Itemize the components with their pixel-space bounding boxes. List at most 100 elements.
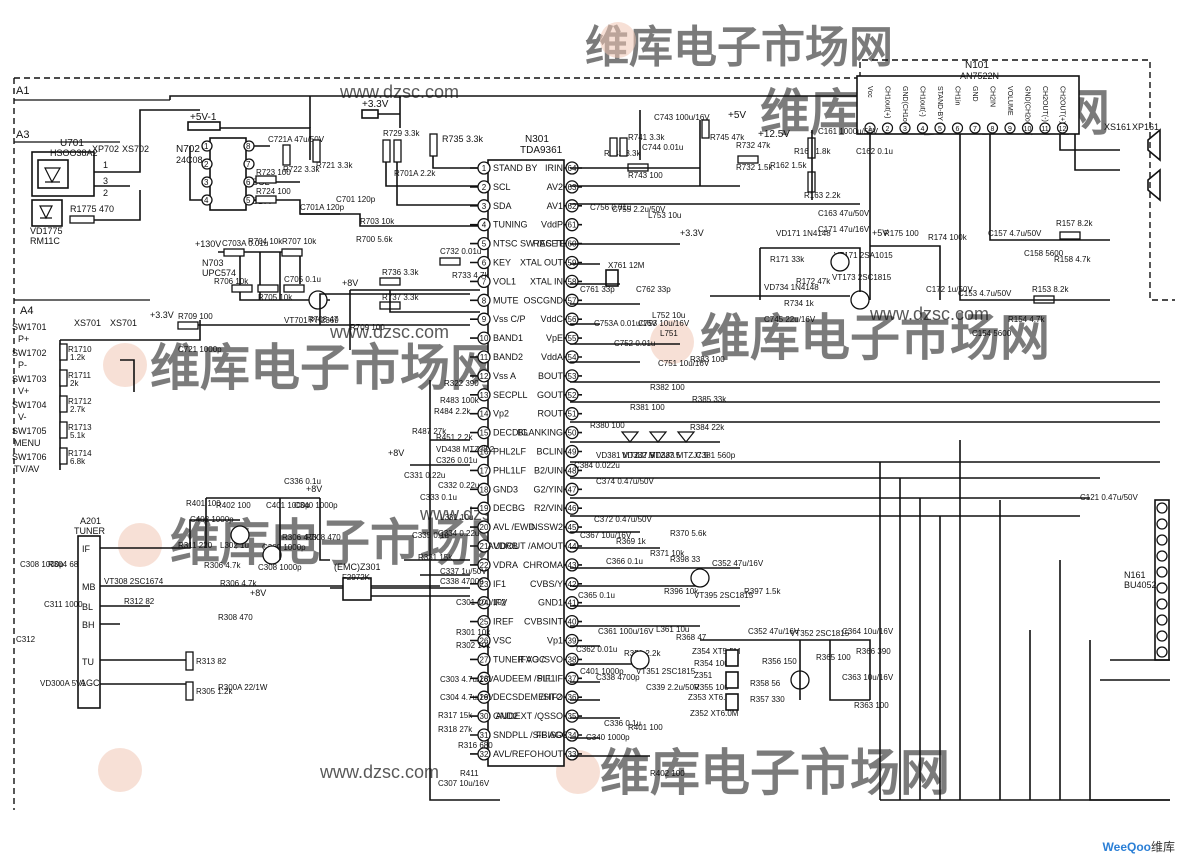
n301-pin-circle bbox=[565, 520, 579, 534]
vd734-label: VD734 1N4148 bbox=[764, 283, 819, 292]
n301-pin-name: GND3 bbox=[493, 484, 518, 494]
c365-label: C365 0.1u bbox=[578, 591, 615, 600]
c374-label: C374 0.47u/50V bbox=[596, 477, 654, 486]
c372-label: C372 0.47u/50V bbox=[594, 515, 652, 524]
n301-pin-number: 21 bbox=[480, 542, 489, 551]
r355-label: R355 100 bbox=[694, 683, 729, 692]
n702-pin: 8 bbox=[246, 142, 251, 151]
r380-label: R380 100 bbox=[590, 421, 625, 430]
vd1775-ref: VD1775 bbox=[30, 226, 63, 236]
r1712: R1712 bbox=[68, 397, 92, 406]
n301-pin-number: 43 bbox=[568, 561, 577, 570]
n301-pin-circle bbox=[477, 255, 491, 270]
sw-fn: MENU bbox=[14, 438, 41, 448]
n301-pin-number: 33 bbox=[568, 750, 577, 759]
n301-pin-name: IF1 bbox=[493, 579, 506, 589]
n301-pin-circle bbox=[477, 369, 491, 383]
c158-label: C158 5600 bbox=[1024, 249, 1064, 258]
n301-pin-number: 53 bbox=[568, 372, 577, 381]
n301-pin-number: 58 bbox=[568, 277, 577, 286]
r721-label: R721 3.3k bbox=[316, 161, 353, 170]
r732-label: R732 47k bbox=[736, 141, 771, 150]
n301-pin-circle bbox=[477, 482, 491, 496]
watermark-logo-circle bbox=[600, 22, 636, 58]
n301-pin-circle bbox=[477, 463, 491, 478]
rails-top-left: +5V-1 +3.3V bbox=[169, 95, 860, 131]
n301-pin-number: 19 bbox=[480, 504, 489, 513]
n301-pin-number: 17 bbox=[480, 466, 489, 475]
n301-pin-number: 32 bbox=[480, 750, 489, 759]
r381-label: R381 100 bbox=[630, 403, 665, 412]
r732b-label: R732 1.5k bbox=[736, 163, 773, 172]
c732-label: R733 4.7k bbox=[452, 271, 489, 280]
n301-pin-number: 59 bbox=[568, 259, 577, 268]
right-mid-components: +5V +12.5V +3.3V +5V C743 100u/16V R741 … bbox=[570, 110, 1110, 368]
n301-pin-number: 44 bbox=[568, 542, 577, 551]
c367-label: C367 10u/16V bbox=[580, 531, 632, 540]
c411-label: R302 10k bbox=[456, 641, 491, 650]
sw-ref: SW1702 bbox=[12, 348, 47, 358]
watermark-site: www.dzsc.com bbox=[329, 322, 449, 342]
c337-label: C331 0.22u bbox=[404, 471, 445, 480]
r487-label: C340 1000p bbox=[586, 733, 630, 742]
n301-pin-circle bbox=[477, 161, 491, 175]
vt308-transistor bbox=[230, 525, 250, 545]
l302-label: C340 1000p bbox=[294, 501, 338, 510]
r722-label: R722 3.3k bbox=[283, 165, 320, 174]
n301-pin-number: 22 bbox=[480, 561, 489, 570]
switch-list: SW1701 P+ SW1702 P- SW1703 V+ SW1704 V- … bbox=[12, 322, 47, 474]
n301-pin-name: SNDPLL /SIF AGC bbox=[493, 730, 569, 740]
watermark-site: www.dzsc.com bbox=[339, 82, 459, 102]
n301-pin-number: 2 bbox=[482, 183, 487, 192]
n301-pin-circle bbox=[565, 180, 579, 194]
n301-pin-name: RESET bbox=[533, 239, 564, 249]
n301-pin-circle bbox=[477, 633, 491, 648]
n101-pin-name: VOLUME bbox=[1006, 86, 1013, 116]
r306-label: R402 100 bbox=[216, 501, 251, 510]
n301-pin-circle bbox=[565, 407, 579, 421]
n301-pin-name: VddA bbox=[541, 352, 563, 362]
rail-3v3-c: +3.3V bbox=[680, 228, 704, 238]
n101-part: AN7522N bbox=[960, 71, 999, 81]
c121-label: C121 0.47u/50V bbox=[1080, 493, 1138, 502]
vt-transistor bbox=[262, 545, 282, 565]
r312-label: C309 1000p bbox=[262, 543, 306, 552]
n301-pin-number: 34 bbox=[568, 731, 577, 740]
r317-label: R313 82 bbox=[196, 657, 227, 666]
n301-pin-circle bbox=[565, 652, 579, 667]
r321-label: C307 10u/16V bbox=[438, 779, 490, 788]
r174-label: R174 100k bbox=[928, 233, 968, 242]
rail-8v-c: +8V bbox=[250, 588, 266, 598]
n301-pin-name: GND2 bbox=[493, 711, 518, 721]
c324-label: R318 27k bbox=[438, 725, 473, 734]
vt395-transistor bbox=[690, 568, 710, 588]
n301-pin-number: 28 bbox=[480, 674, 489, 683]
n301-pin-name: Vss C/P bbox=[493, 314, 526, 324]
n301-pin-number: 30 bbox=[480, 712, 489, 721]
n301-pin-number: 12 bbox=[480, 372, 489, 381]
n101-pin-name: GND(CH1out) bbox=[901, 86, 908, 130]
n301-pin-name: AVL /EWD bbox=[493, 522, 536, 532]
tuner-pin: AGC bbox=[80, 678, 100, 688]
n702-pin: 5 bbox=[246, 196, 251, 205]
n301-pin-number: 46 bbox=[568, 504, 577, 513]
n301-pin-number: 5 bbox=[482, 240, 487, 249]
x761-label: X761 12M bbox=[608, 261, 645, 270]
r724-label: R724 100 bbox=[256, 187, 291, 196]
r396-label: R396 10k bbox=[664, 587, 699, 596]
n301-pin-circle bbox=[477, 350, 491, 364]
watermark-logo-circle bbox=[98, 748, 142, 792]
c745-label: C745 22u/16V bbox=[764, 315, 816, 324]
n301-pin-name: B2/UIN bbox=[534, 465, 563, 475]
n301-pin-name: DECDIG bbox=[493, 428, 528, 438]
n301-pin-number: 55 bbox=[568, 334, 577, 343]
c332-label: R483 100k bbox=[440, 396, 480, 405]
r737-label: R709 100 bbox=[350, 323, 385, 332]
n301-pin-name: TUNING bbox=[493, 220, 528, 230]
watermark-site: www.dzsc.com bbox=[319, 762, 439, 782]
watermark: 维库电子市场网 bbox=[150, 340, 500, 396]
r1711-v: 2k bbox=[70, 379, 79, 388]
r1775-label: R1775 470 bbox=[70, 204, 114, 214]
c762-label: C762 33p bbox=[636, 285, 671, 294]
r484-label: C336 0.1u bbox=[604, 719, 641, 728]
